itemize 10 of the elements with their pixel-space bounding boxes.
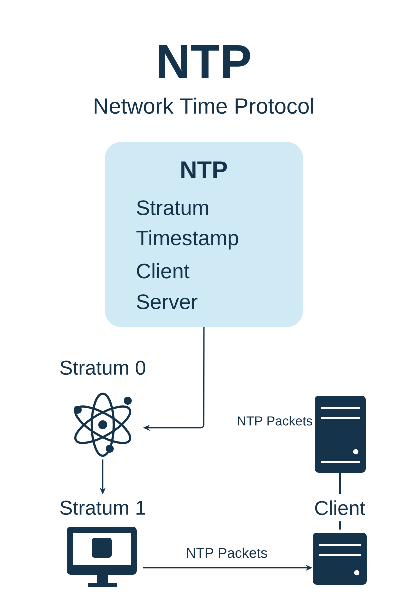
node-label: Client <box>315 500 366 516</box>
edge-label: NTP Packets <box>236 414 314 428</box>
server-icon <box>315 396 366 473</box>
title: NTP <box>159 45 250 78</box>
node-label: Stratum 1 <box>60 500 146 516</box>
node-label: Stratum 0 <box>60 360 146 376</box>
server-icon <box>313 533 367 585</box>
info-box: NTP Stratum Timestamp Client Server <box>105 142 304 328</box>
edge-label: NTP Packets <box>184 546 270 560</box>
subtitle: Network Time Protocol <box>94 98 314 114</box>
